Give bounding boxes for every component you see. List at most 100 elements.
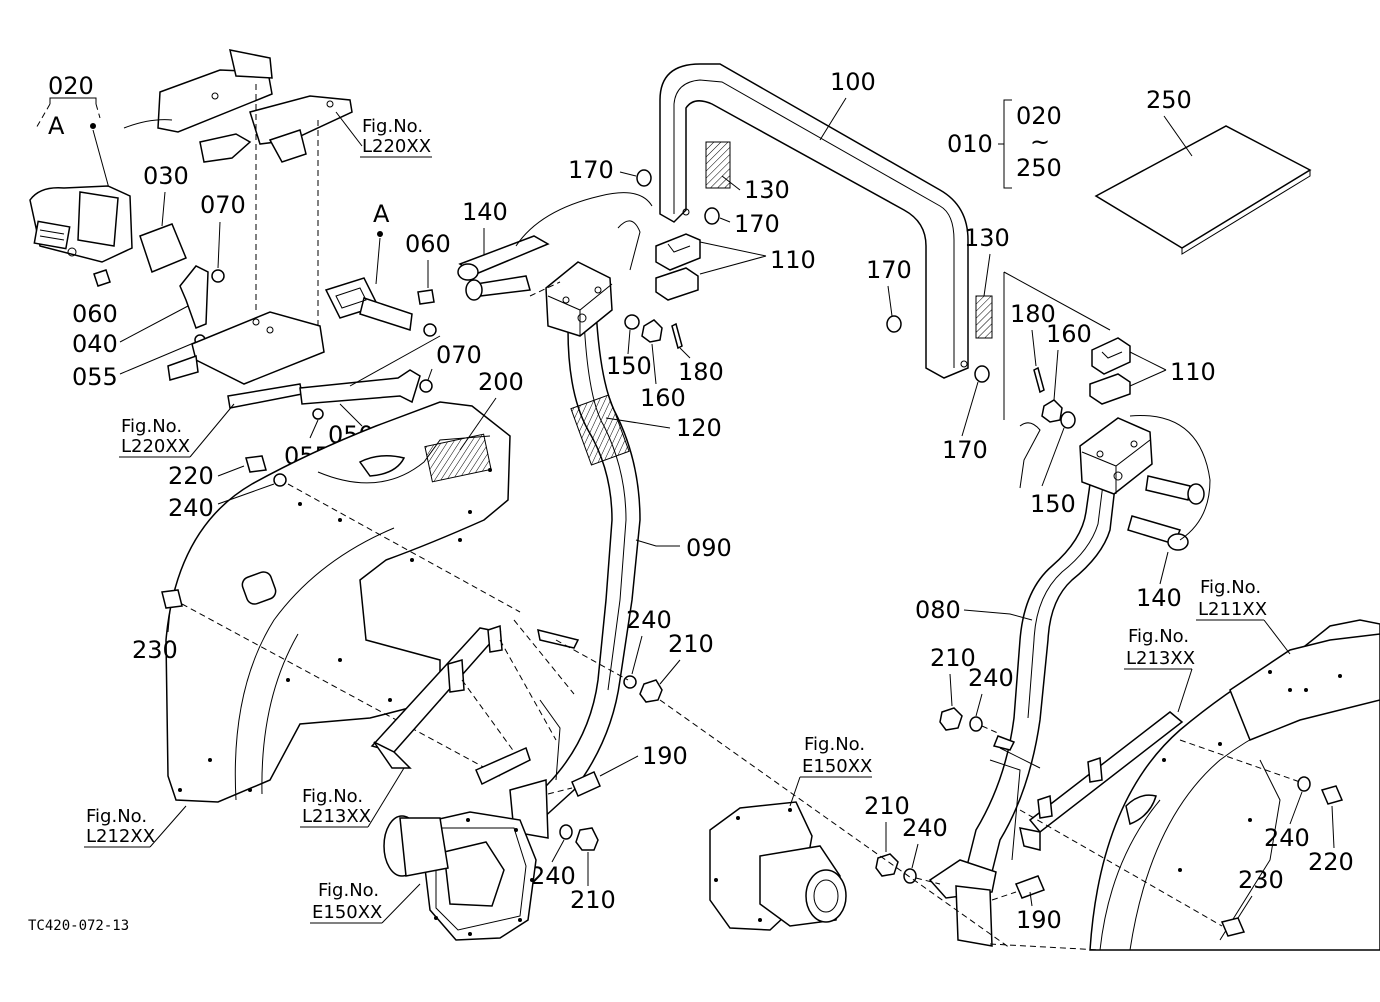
fig-e150-left-title: Fig.No. <box>318 880 379 901</box>
nut-210-b <box>575 827 599 851</box>
fig-l211-title: Fig.No. <box>1200 577 1261 598</box>
label-030: 030 <box>143 162 189 190</box>
fig-ref-l220-bottom: Fig.No. L220XX <box>119 403 235 458</box>
washer-240-f <box>1297 776 1311 792</box>
fender-right <box>1089 619 1380 951</box>
pin-180-a <box>671 322 683 350</box>
assembly-range: 010 020 ~ 250 <box>947 99 1062 189</box>
label-a-center: A <box>373 200 390 228</box>
fig-l212-title: Fig.No. <box>86 806 147 827</box>
washer-240-e <box>903 868 917 884</box>
label-240-d: 240 <box>968 664 1014 692</box>
bolt-220-a <box>245 455 267 473</box>
label-140-b: 140 <box>1136 584 1182 612</box>
label-230-a: 230 <box>132 636 178 664</box>
rops-left-post <box>475 261 641 839</box>
label-240-e: 240 <box>902 814 948 842</box>
label-190-b: 190 <box>1016 906 1062 934</box>
label-150-b: 150 <box>1030 490 1076 518</box>
label-070-a: 070 <box>200 191 246 219</box>
nut-210-d <box>875 853 899 877</box>
fig-e150-left-code: E150XX <box>312 902 382 923</box>
label-170-b: 170 <box>734 210 780 238</box>
label-240-f: 240 <box>1264 824 1310 852</box>
label-070-b: 070 <box>436 341 482 369</box>
label-190-a: 190 <box>642 742 688 770</box>
label-055-a: 055 <box>72 363 118 391</box>
seat-belt-buckle: A <box>324 200 437 337</box>
seat-belt-retractor <box>29 185 133 263</box>
fig-l212-code: L212XX <box>86 826 155 847</box>
dot-marker <box>90 123 96 129</box>
washer-170-a <box>636 169 652 187</box>
bolt-060 <box>93 269 111 287</box>
fig-l220-top-title: Fig.No. <box>362 116 423 137</box>
label-140-a: 140 <box>462 198 508 226</box>
pin-140-right: 140 <box>1019 415 1211 612</box>
fig-e150-right-title: Fig.No. <box>804 734 865 755</box>
bolt-190-a <box>571 771 601 797</box>
washer-170-d <box>974 365 990 383</box>
label-170-a: 170 <box>568 156 614 184</box>
label-210-a: 210 <box>668 630 714 658</box>
nut-160-b <box>1041 399 1063 423</box>
manual-250: 250 <box>1094 86 1312 255</box>
label-020-top: 020 <box>48 72 94 100</box>
fig-l211-code: L211XX <box>1198 599 1267 620</box>
washer-150-b <box>1060 411 1076 429</box>
fig-ref-l211: Fig.No. L211XX <box>1196 577 1291 655</box>
label-010: 010 <box>947 130 993 158</box>
right-lower-bracket <box>999 711 1184 851</box>
label-180-a: 180 <box>678 358 724 386</box>
label-160-b: 160 <box>1046 320 1092 348</box>
label-120: 120 <box>676 414 722 442</box>
rops-right-post <box>928 417 1153 947</box>
label-160-a: 160 <box>640 384 686 412</box>
transmission-housing-right <box>709 801 847 931</box>
fig-l220-bottom-title: Fig.No. <box>121 416 182 437</box>
label-230-b: 230 <box>1238 866 1284 894</box>
bolt-220-b <box>1320 785 1344 805</box>
nut-210-a <box>639 679 663 703</box>
bolt-230-b <box>1220 917 1246 937</box>
label-250-range: 250 <box>1016 154 1062 182</box>
label-200: 200 <box>478 368 524 396</box>
left-lower-bracket: Fig.No. L213XX <box>300 624 557 828</box>
fig-ref-e150-left: Fig.No. E150XX <box>310 880 421 924</box>
label-250: 250 <box>1146 86 1192 114</box>
bolt-190-b <box>1014 875 1046 899</box>
washer-170-c <box>886 315 902 333</box>
fig-ref-l212: Fig.No. L212XX <box>84 805 187 848</box>
fig-ref-l213-right: Fig.No. L213XX <box>1124 626 1195 713</box>
fig-l213-left-code: L213XX <box>302 806 371 827</box>
label-110-b: 110 <box>1170 358 1216 386</box>
seat-frame-assembly <box>123 49 353 409</box>
label-180-b: 180 <box>1010 300 1056 328</box>
belt-cover <box>139 223 187 273</box>
fig-l213-right-title: Fig.No. <box>1128 626 1189 647</box>
fig-e150-right-code: E150XX <box>802 756 872 777</box>
label-130-b: 130 <box>964 224 1010 252</box>
label-210-d: 210 <box>864 792 910 820</box>
label-240-c: 240 <box>530 862 576 890</box>
nut-070-b <box>419 379 433 393</box>
label-080: 080 <box>915 596 961 624</box>
fig-l220-bottom-code: L220XX <box>121 436 190 457</box>
label-150-a: 150 <box>606 352 652 380</box>
transmission-housing-left <box>383 811 537 941</box>
fig-l213-right-code: L213XX <box>1126 648 1195 669</box>
label-020-range: 020 <box>1016 102 1062 130</box>
clip-110-left <box>617 220 701 301</box>
fig-ref-l220-top: Fig.No. L220XX <box>335 111 432 158</box>
pin-140-left: 140 <box>457 192 653 301</box>
seat-belt-group: 020 A 030 070 060 040 055 <box>29 72 246 391</box>
label-170-c: 170 <box>866 256 912 284</box>
label-tilde: ~ <box>1030 128 1050 156</box>
label-090: 090 <box>686 534 732 562</box>
bracket-040 <box>179 265 209 329</box>
label-110-a: 110 <box>770 246 816 274</box>
label-060-a: 060 <box>72 300 118 328</box>
label-220-b: 220 <box>1308 848 1354 876</box>
fig-ref-e150-right: Fig.No. E150XX <box>789 734 872 807</box>
label-130-a: 130 <box>744 176 790 204</box>
